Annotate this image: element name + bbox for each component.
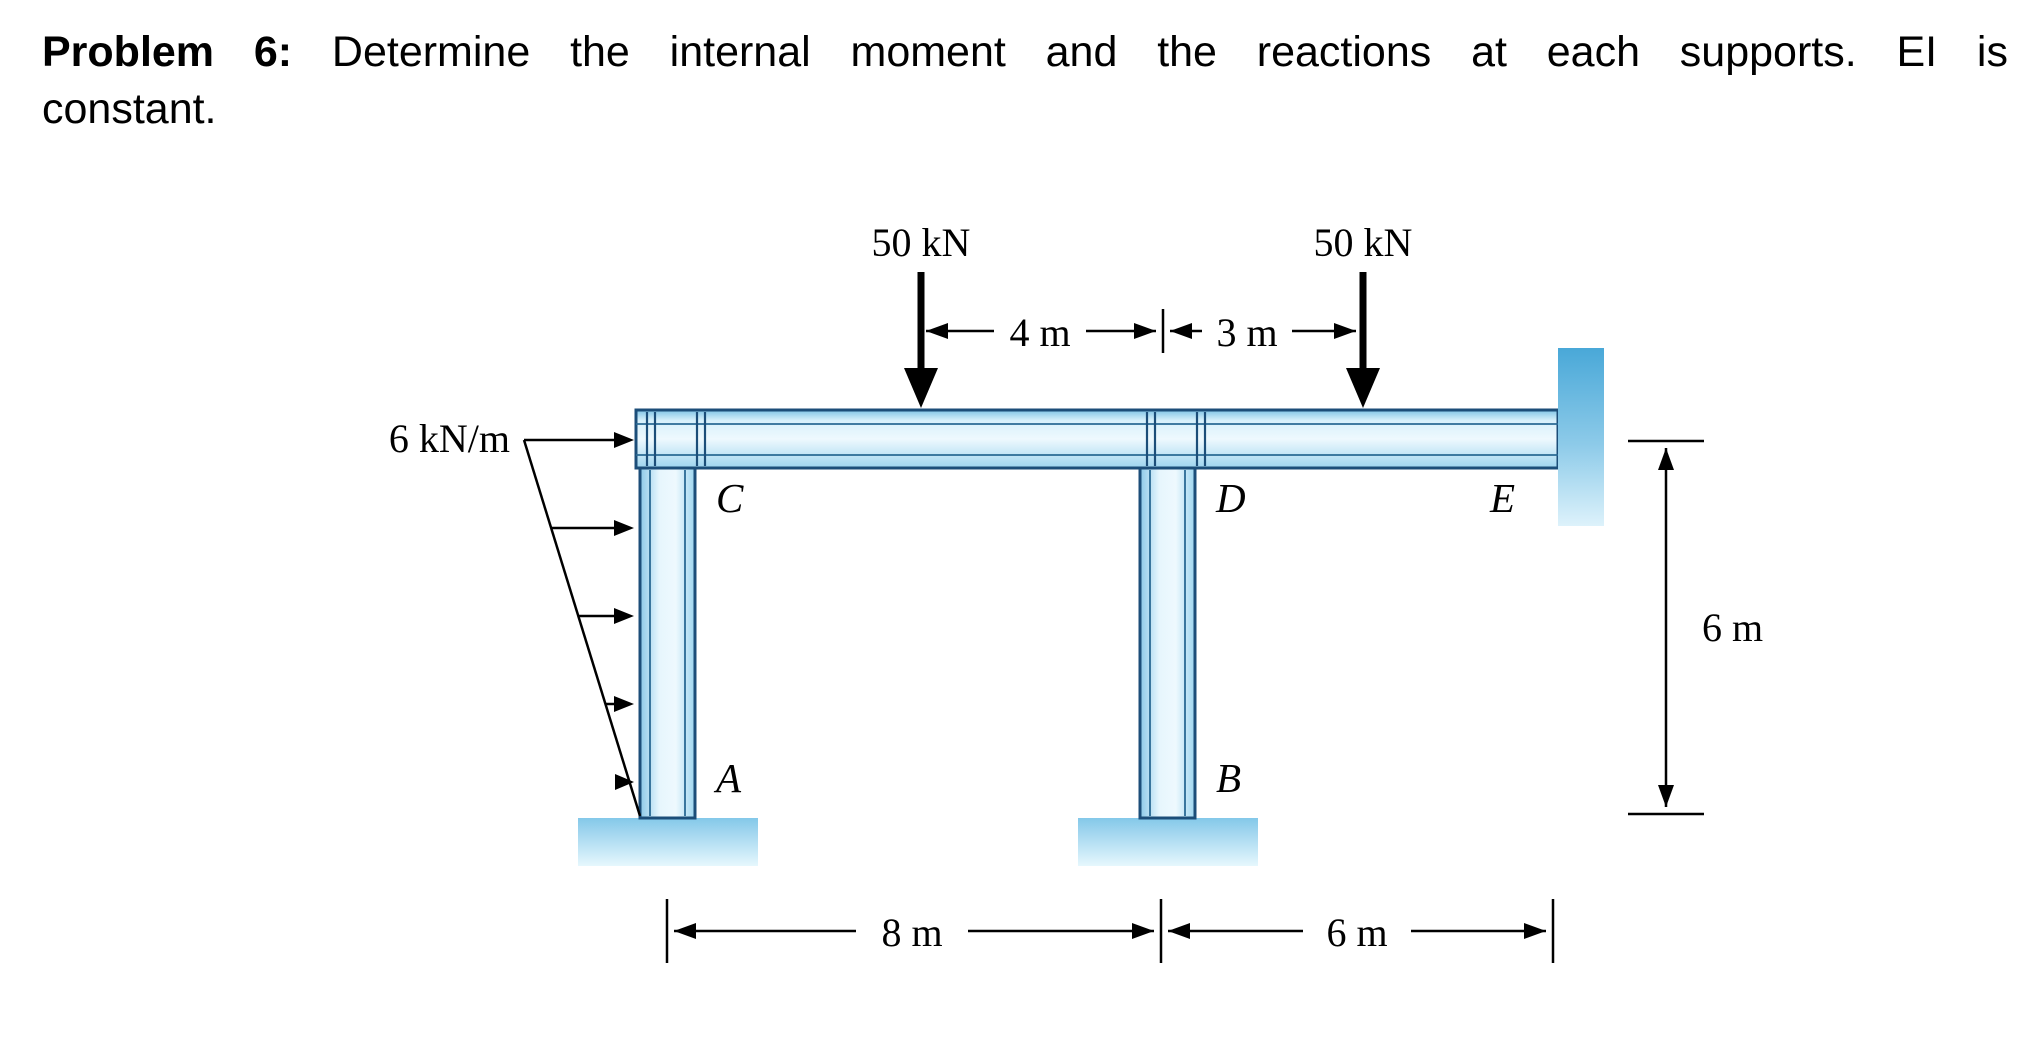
load-arrowhead <box>614 696 634 712</box>
dimension-label-bg <box>1202 306 1292 356</box>
load-hypotenuse <box>522 439 642 817</box>
point-load-right: 50 kN <box>1314 220 1413 408</box>
column-bd <box>1138 428 1197 820</box>
dimension-bottom-left-label: 8 m <box>881 910 942 955</box>
dimension-top-left-label: 4 m <box>1009 310 1070 355</box>
dimension-arrowhead <box>1658 448 1674 470</box>
distributed-load <box>522 432 642 817</box>
dimension-arrowhead <box>674 923 696 939</box>
dimension-arrowhead <box>1170 323 1192 339</box>
point-load-arrowhead <box>904 368 938 408</box>
dimension-right-label: 6 m <box>1702 605 1763 650</box>
dimension-arrowhead <box>926 323 948 339</box>
point-load-arrowhead <box>1346 368 1380 408</box>
column-ac <box>638 428 697 820</box>
dimension-arrowhead <box>1134 323 1156 339</box>
column-member <box>638 428 697 820</box>
joint-label-c: C <box>716 475 744 521</box>
dimension-label-bg <box>994 306 1086 356</box>
dimension-arrowhead <box>1168 923 1190 939</box>
joint-label-a: A <box>713 755 742 801</box>
joint-label-b: B <box>1216 755 1241 801</box>
column-member <box>1138 428 1197 820</box>
load-arrowhead <box>614 520 634 536</box>
problem-text-rest: Determine the internal moment and the re… <box>331 28 2008 76</box>
load-arrowhead <box>614 608 634 624</box>
dimension-top-right-label: 3 m <box>1216 310 1277 355</box>
beam-member <box>634 408 1560 470</box>
joint-label-e: E <box>1489 475 1515 521</box>
problem-line-2: constant. <box>42 84 217 133</box>
dimension-arrowhead <box>1132 923 1154 939</box>
point-load-left-label: 50 kN <box>872 220 971 265</box>
right-dimension <box>1628 439 1704 816</box>
fixed-wall-support-e <box>1558 348 1604 526</box>
point-load-right-label: 50 kN <box>1314 220 1413 265</box>
problem-statement: Problem 6: Determine the internal moment… <box>42 24 2008 138</box>
load-arrowhead <box>614 432 634 448</box>
beam-cde <box>634 408 1560 470</box>
distributed-load-label: 6 kN/m <box>389 416 510 461</box>
dimension-label-bg <box>1303 906 1411 956</box>
dimension-arrowhead <box>1658 785 1674 807</box>
problem-number: Problem 6: <box>42 28 293 76</box>
load-arrowhead <box>615 774 634 790</box>
dimension-bottom-right-label: 6 m <box>1326 910 1387 955</box>
point-load-left: 50 kN <box>872 220 971 408</box>
support-pad-a <box>578 818 758 866</box>
joint-label-d: D <box>1215 475 1246 521</box>
bottom-dimension <box>665 899 1555 963</box>
support-pad-b <box>1078 818 1258 866</box>
dimension-arrowhead <box>1334 323 1356 339</box>
dimension-arrowhead <box>1524 923 1546 939</box>
problem-line-1: Problem 6: Determine the internal moment… <box>42 24 2008 81</box>
dimension-label-bg <box>856 906 968 956</box>
